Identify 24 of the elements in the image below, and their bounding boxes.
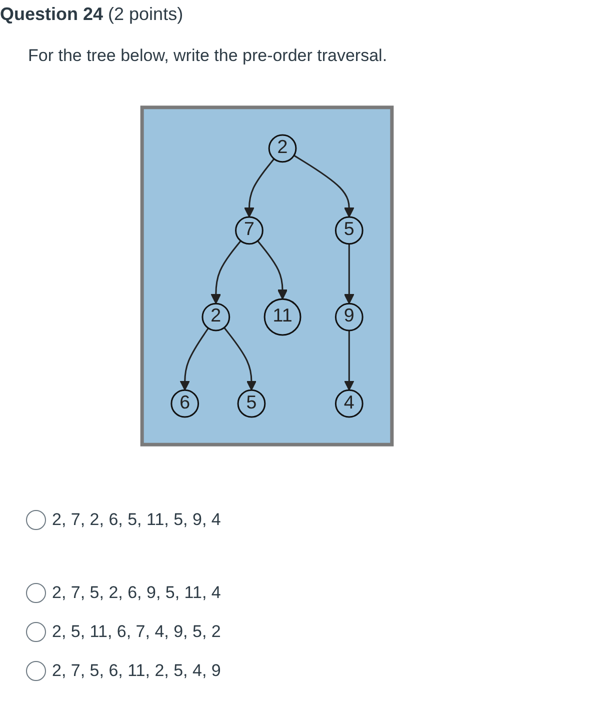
- arrow: [257, 240, 288, 300]
- arrow: [180, 328, 209, 391]
- arrow: [344, 330, 354, 391]
- answer-option: 2, 5, 11, 6, 7, 4, 9, 5, 2: [52, 622, 221, 642]
- node-circle: 7: [235, 216, 264, 245]
- node-circle: 5: [334, 216, 364, 245]
- node-circle: 6: [170, 389, 200, 418]
- answer-option: 2, 7, 2, 6, 5, 11, 5, 9, 4: [52, 510, 221, 530]
- answer-option: 2, 7, 5, 2, 6, 9, 5, 11, 4: [52, 583, 221, 603]
- arrow: [210, 240, 242, 304]
- node-circle: 4: [334, 389, 364, 418]
- answer-option: 2, 7, 5, 6, 11, 2, 5, 4, 9: [52, 661, 221, 681]
- node-circle: 11: [264, 298, 302, 336]
- arrow: [294, 154, 354, 218]
- arrow: [224, 327, 257, 391]
- node-circle: 2: [268, 134, 297, 163]
- node-circle: 5: [237, 389, 266, 418]
- question-heading: Question 24 (2 points): [0, 4, 184, 25]
- arrow: [344, 244, 354, 304]
- node-circle: 2: [202, 302, 230, 332]
- arrow: [244, 158, 275, 218]
- node-circle: 9: [334, 302, 364, 332]
- cluster: [140, 106, 394, 446]
- question-text: For the tree below, write the pre-order traversal.: [28, 46, 388, 66]
